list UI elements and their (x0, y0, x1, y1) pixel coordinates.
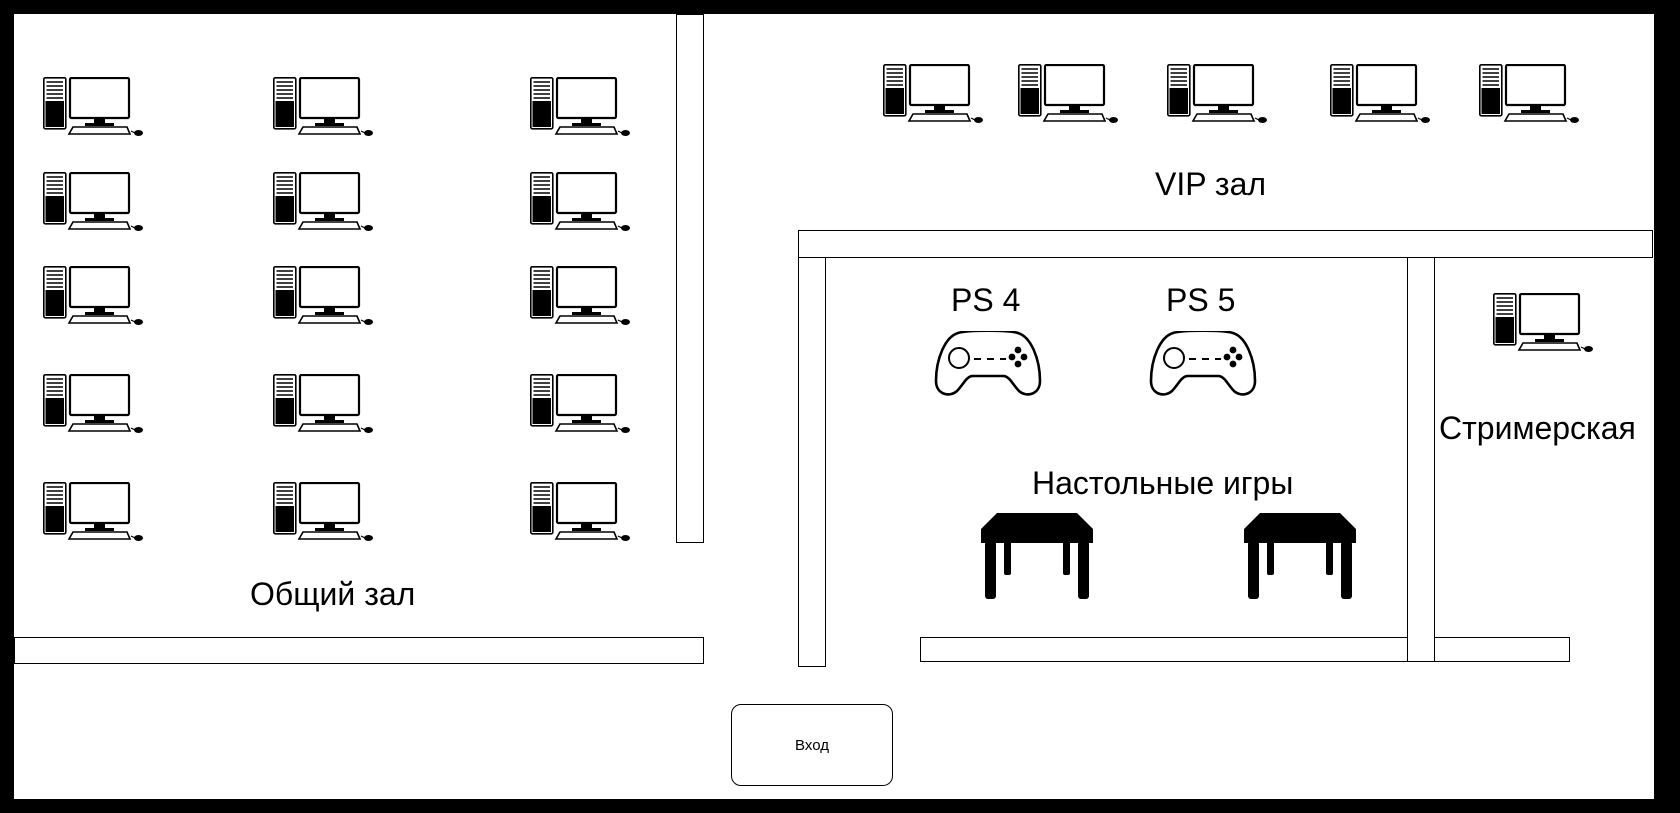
main-hall-pc-icon (530, 374, 630, 434)
gamepad-icon-ps4 (934, 331, 1042, 397)
main-hall-pc-icon (43, 266, 143, 326)
main-hall-label: Общий зал (250, 576, 416, 612)
main-hall-pc-icon (273, 266, 373, 326)
entrance-label: Вход (795, 736, 829, 754)
streamer-pc-icon (1493, 293, 1593, 353)
vip-pc-icon (883, 64, 983, 124)
console-label-ps5: PS 5 (1166, 282, 1236, 318)
main-hall-pc-icon (530, 77, 630, 137)
vip-pc-icon (1479, 64, 1579, 124)
table-icon (981, 513, 1093, 599)
vip-pc-icon (1330, 64, 1430, 124)
main-hall-pc-icon (273, 482, 373, 542)
main-hall-pc-icon (530, 266, 630, 326)
main-hall-pc-icon (273, 77, 373, 137)
board-games-label: Настольные игры (1032, 465, 1294, 501)
wall-board-left (798, 257, 826, 667)
main-hall-pc-icon (530, 172, 630, 232)
main-hall-pc-icon (43, 482, 143, 542)
main-hall-pc-icon (530, 482, 630, 542)
wall-board-bottom (920, 637, 1570, 662)
wall-streamer-left (1407, 257, 1435, 662)
wall-vip-bottom (798, 230, 1653, 258)
vip-hall-label: VIP зал (1155, 166, 1267, 202)
wall-main-hall-bottom (14, 637, 704, 664)
wall-main-hall-right (676, 14, 704, 543)
main-hall-pc-icon (273, 172, 373, 232)
main-hall-pc-icon (43, 172, 143, 232)
main-hall-pc-icon (273, 374, 373, 434)
entrance-door: Вход (731, 704, 893, 786)
vip-pc-icon (1167, 64, 1267, 124)
gamepad-icon-ps5 (1149, 331, 1257, 397)
main-hall-pc-icon (43, 374, 143, 434)
main-hall-pc-icon (43, 77, 143, 137)
streamer-room-label: Стримерская (1439, 410, 1636, 446)
vip-pc-icon (1018, 64, 1118, 124)
console-label-ps4: PS 4 (951, 282, 1021, 318)
table-icon (1244, 513, 1356, 599)
